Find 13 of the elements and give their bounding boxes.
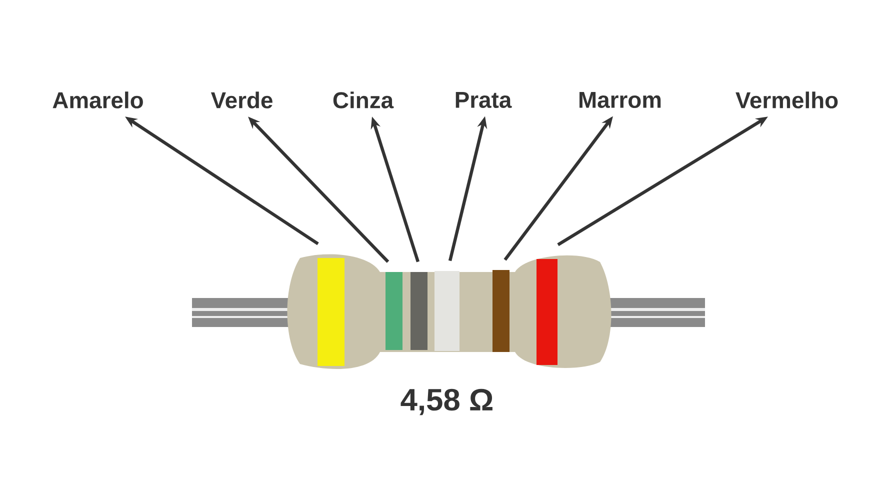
color-band	[492, 270, 510, 352]
color-name: Vermelho	[736, 92, 838, 108]
color-name: Prata	[456, 92, 512, 108]
color-name: Marrom	[580, 92, 661, 108]
color-band	[318, 258, 344, 366]
color-band	[536, 259, 558, 365]
color-band	[434, 271, 460, 351]
color-band	[386, 272, 402, 350]
color-name: Cinza	[333, 92, 394, 108]
color-band	[410, 272, 428, 350]
color-name: Amarelo	[52, 92, 143, 108]
resistance-value: 4,58 Ω	[400, 388, 492, 416]
color-name: Verde	[210, 92, 272, 108]
